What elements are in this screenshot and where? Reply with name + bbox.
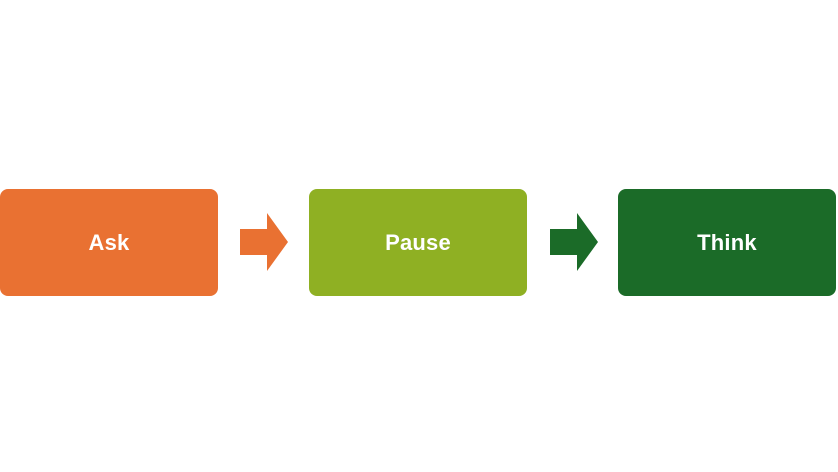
step-ask-label: Ask [88,229,130,255]
step-pause-label: Pause [385,229,451,255]
arrow-1-shape [240,213,288,271]
right-arrow-icon [550,213,598,271]
arrow-2-shape [550,213,598,271]
step-pause-box: Pause [309,189,527,296]
right-arrow-icon [240,213,288,271]
step-ask-box: Ask [0,189,218,296]
step-think-label: Think [697,229,757,255]
step-think-box: Think [618,189,836,296]
